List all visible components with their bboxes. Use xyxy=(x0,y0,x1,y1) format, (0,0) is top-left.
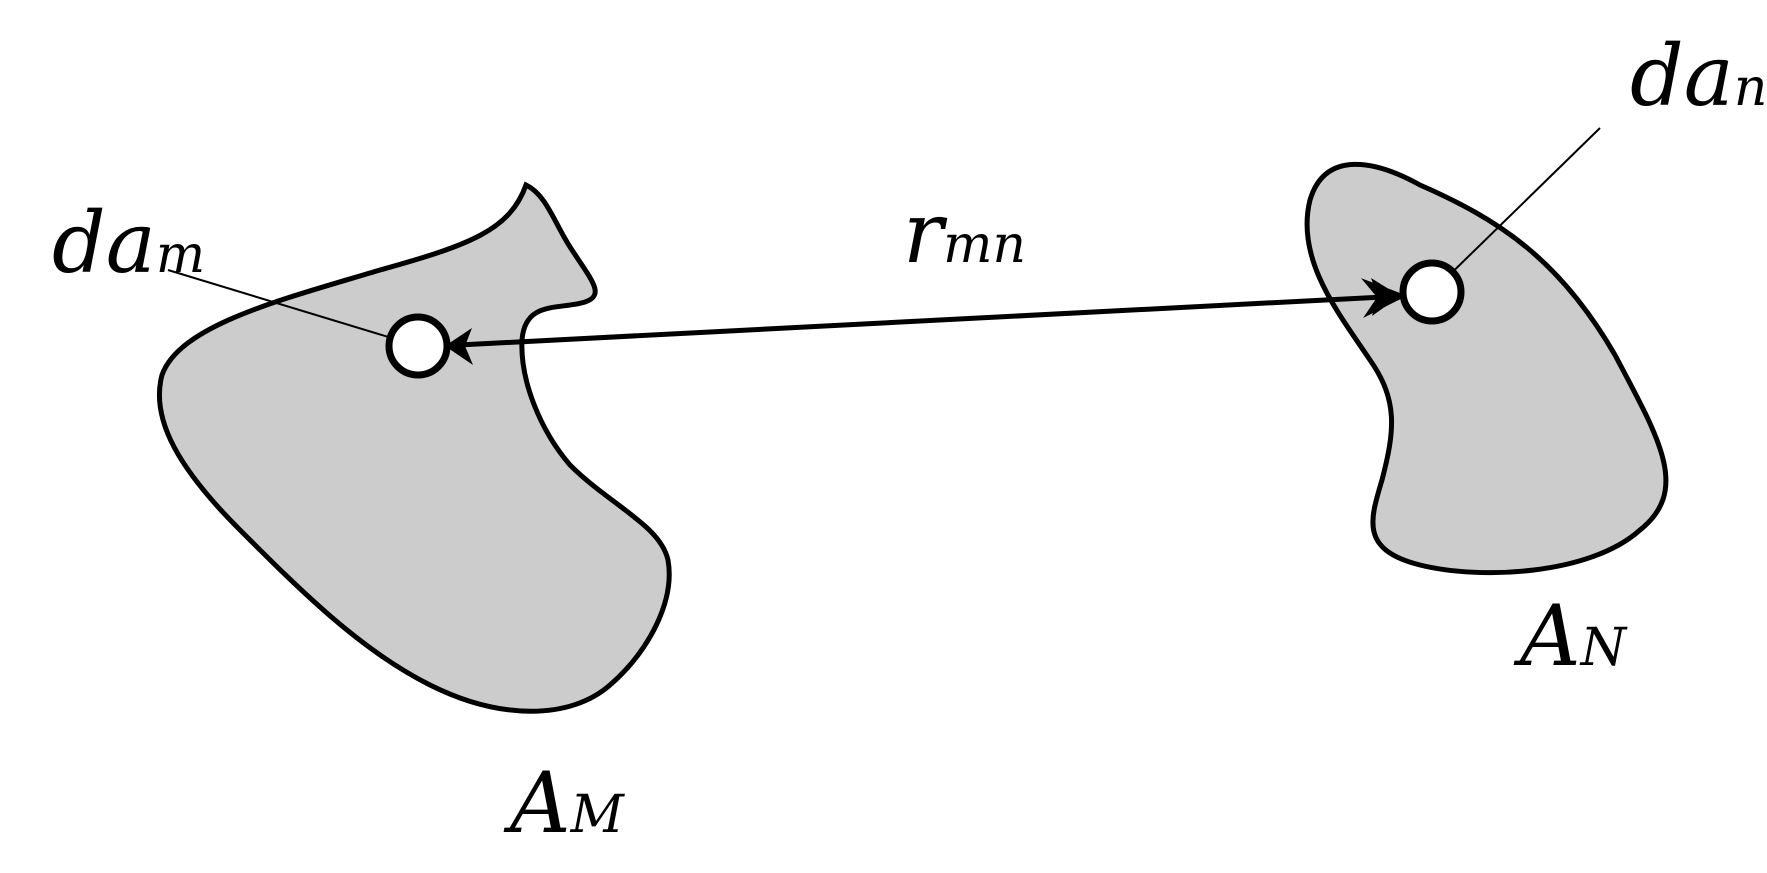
label-da-n: dan xyxy=(1630,27,1767,125)
label-da-m: dam xyxy=(52,194,205,292)
label-r-mn: rmn xyxy=(903,184,1026,282)
label-a-n: AN xyxy=(1513,587,1628,685)
da-m-leader-line xyxy=(167,269,419,347)
label-a-m: AM xyxy=(503,754,626,852)
region-a-n xyxy=(1304,161,1669,576)
r-mn-vector xyxy=(439,278,1407,349)
region-a-m xyxy=(156,181,672,714)
da-n-element-circle xyxy=(1399,259,1465,325)
r-mn-arrowhead-n xyxy=(1371,278,1400,316)
da-n-leader-line xyxy=(1431,127,1601,293)
da-m-element-circle xyxy=(385,313,451,379)
r-mn-arrowhead-m xyxy=(445,328,473,365)
